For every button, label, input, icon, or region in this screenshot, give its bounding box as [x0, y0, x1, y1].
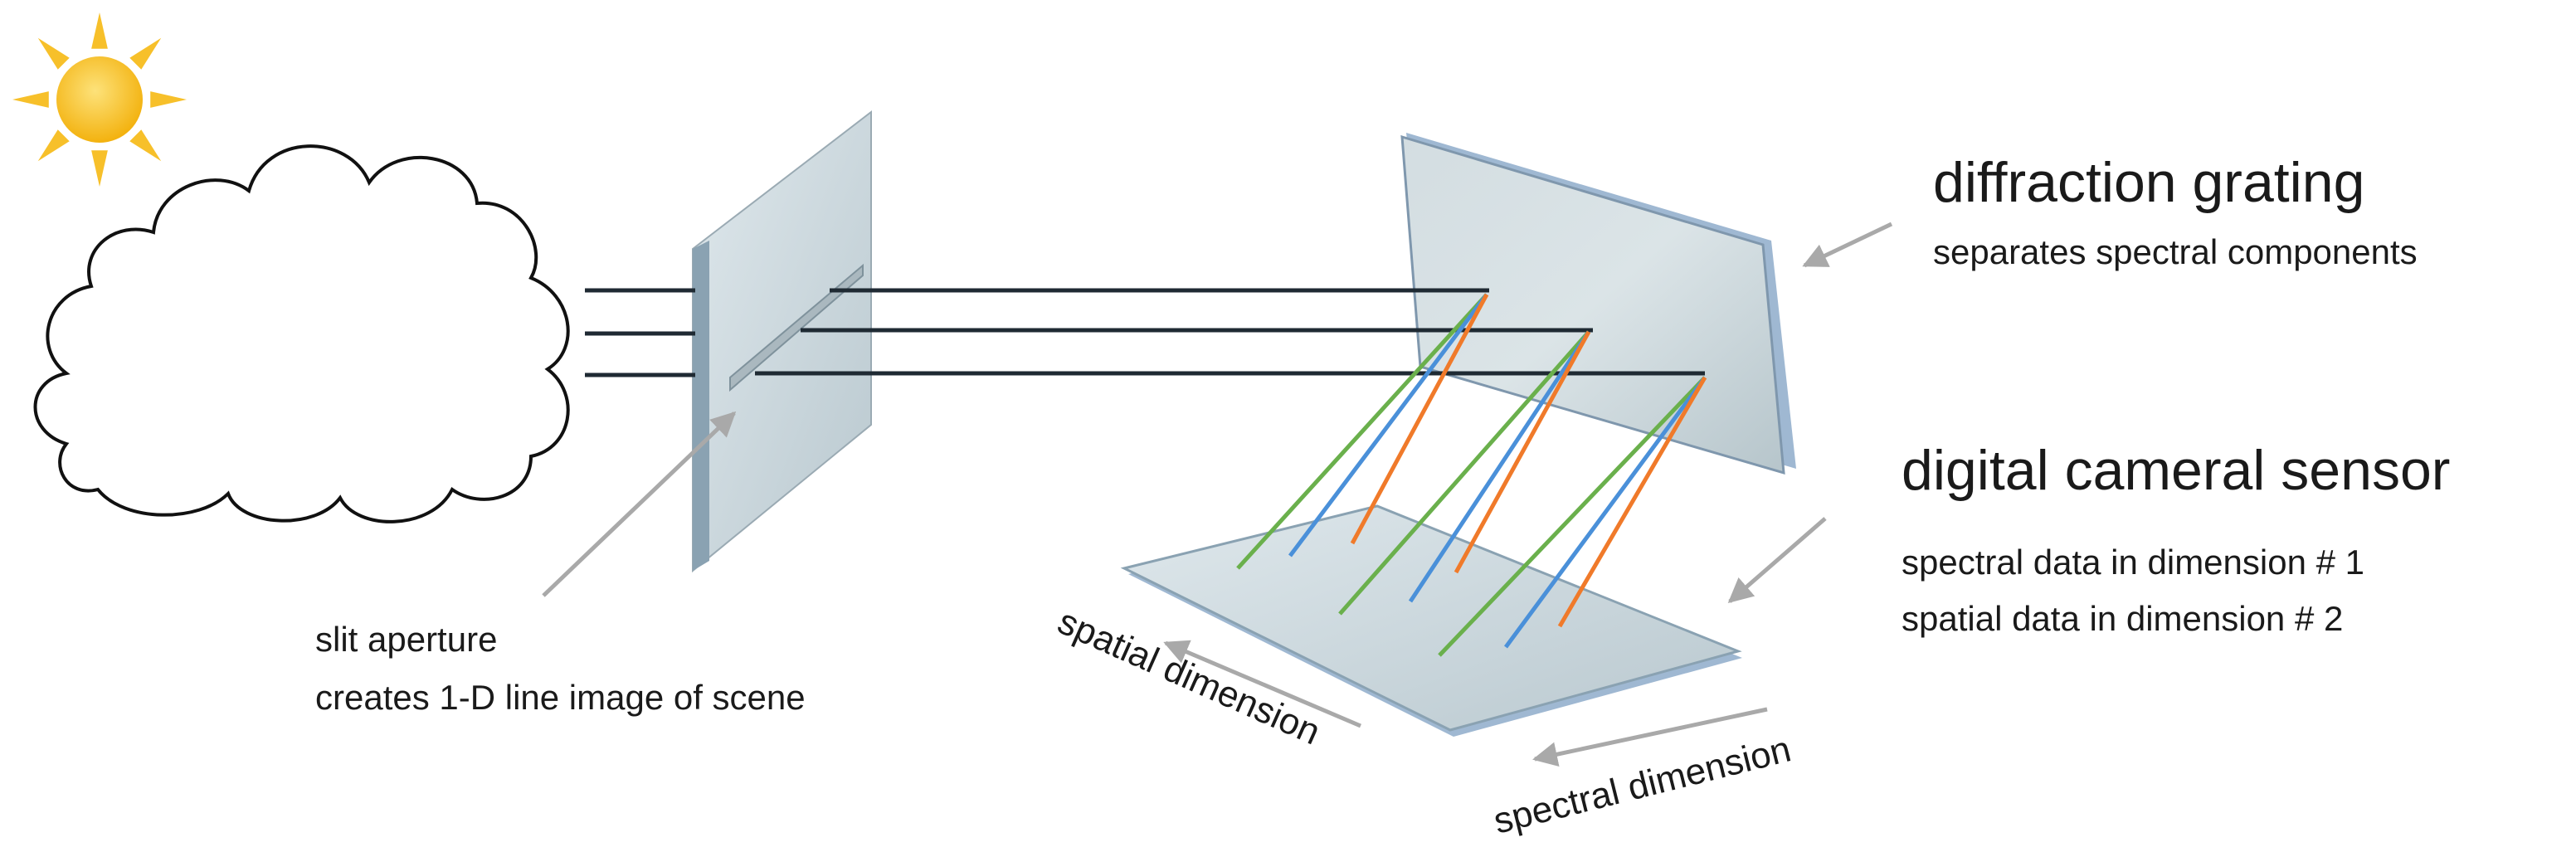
sun-ray	[150, 91, 187, 108]
spectral-rays	[1236, 293, 1707, 657]
sun-ray	[12, 91, 49, 108]
sun-ray	[91, 150, 108, 187]
sensor-description-2: spatial data in dimension # 2	[1902, 599, 2343, 638]
spectral-axis-arrow	[1532, 707, 1768, 767]
sensor-description-1: spectral data in dimension # 1	[1902, 543, 2364, 582]
spectral-axis-label: spectral dimension	[1490, 728, 1795, 841]
incoming-beams	[585, 288, 695, 377]
cloud-icon	[33, 144, 570, 523]
slit-pointer-arrow	[542, 411, 737, 597]
sun-ray	[37, 37, 70, 70]
diffraction-grating	[1400, 133, 1796, 475]
grating-title: diffraction grating	[1933, 151, 2364, 214]
spatial-axis-arrow	[1163, 640, 1361, 728]
sun-ray	[91, 12, 108, 49]
grating-description: separates spectral components	[1933, 232, 2418, 271]
sensor-title: digital cameral sensor	[1902, 439, 2450, 502]
pointer-arrows	[542, 222, 1893, 767]
sensor-pointer-arrow	[1727, 517, 1827, 603]
slit-title: slit aperture	[315, 620, 497, 659]
slit-description: creates 1-D line image of scene	[315, 678, 806, 717]
sun-ray	[129, 129, 162, 162]
camera-sensor	[1120, 504, 1742, 737]
sun-ray	[37, 129, 70, 162]
grating-pointer-arrow	[1802, 222, 1893, 268]
sun-icon	[12, 12, 187, 187]
slit-aperture	[692, 110, 872, 573]
sun-ray	[129, 37, 162, 70]
